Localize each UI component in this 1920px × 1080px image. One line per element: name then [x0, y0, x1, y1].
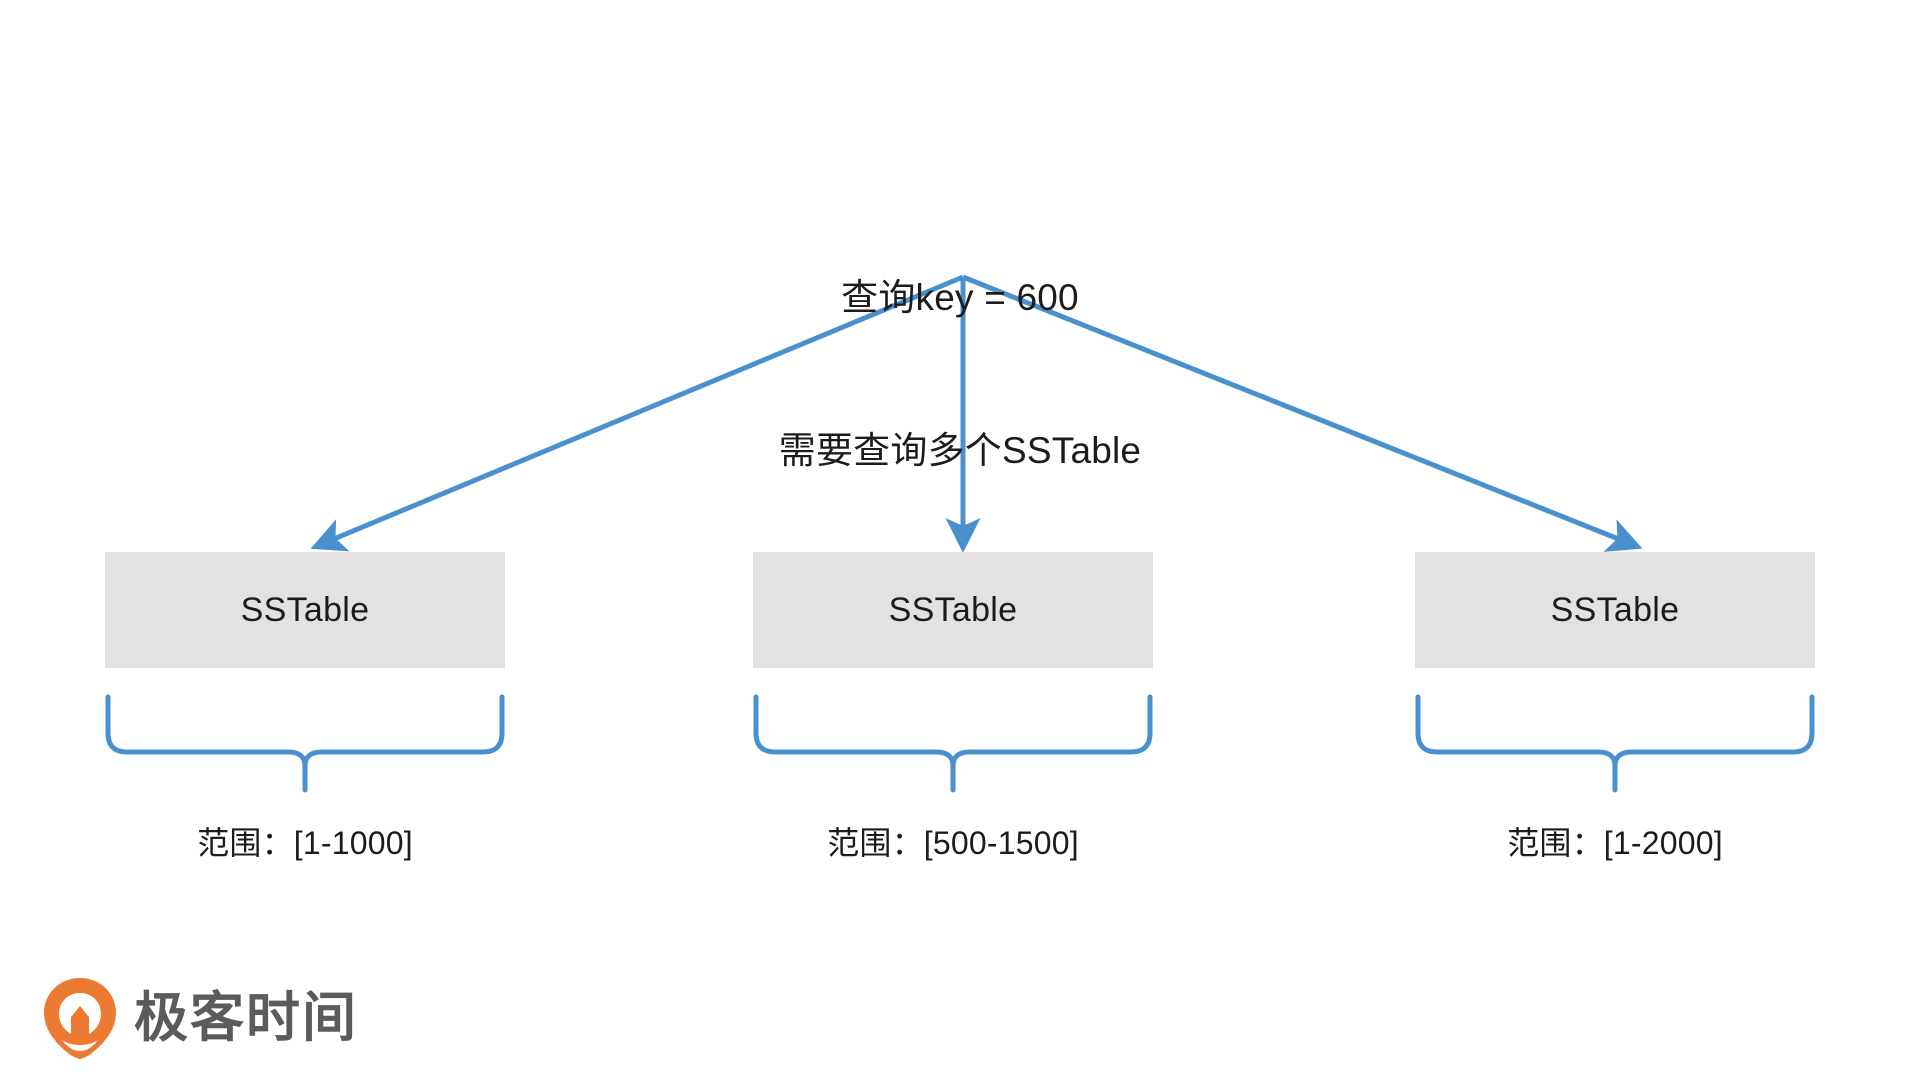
brace-sstable-3 — [1415, 694, 1815, 793]
caption-line-2: 需要查询多个SSTable — [778, 430, 1142, 471]
sstable-node-1: SSTable — [105, 552, 505, 668]
geektime-logo: 极客时间 — [42, 975, 358, 1061]
geektime-pin-icon — [44, 978, 116, 1059]
sstable-node-3: SSTable — [1415, 552, 1815, 668]
sstable-node-2: SSTable — [753, 552, 1153, 668]
arrow-to-sstable-1 — [310, 274, 964, 552]
range-label-3: 范围：[1-2000] — [1507, 825, 1723, 861]
sstable-label: SSTable — [240, 590, 370, 629]
brace-sstable-1 — [105, 694, 505, 793]
range-label-1: 范围：[1-1000] — [197, 825, 413, 861]
arrow-to-sstable-3 — [962, 274, 1643, 552]
sstable-label: SSTable — [1550, 590, 1680, 629]
range-label-2: 范围：[500-1500] — [827, 825, 1079, 861]
caption-line-1: 查询key = 600 — [841, 277, 1079, 318]
sstable-label: SSTable — [888, 590, 1018, 629]
logo-text: 极客时间 — [134, 988, 358, 1048]
query-caption: 查询key = 600 需要查询多个SSTable — [0, 170, 1920, 527]
brace-sstable-2 — [753, 694, 1153, 793]
